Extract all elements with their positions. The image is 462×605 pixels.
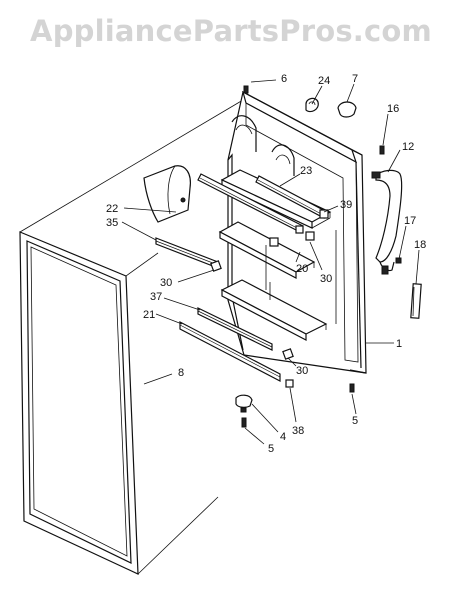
callout-18: 18: [414, 239, 426, 251]
callout-5-right: 5: [352, 415, 358, 427]
callout-20: 20: [296, 263, 308, 275]
callout-24: 24: [318, 75, 330, 87]
callout-23: 23: [300, 165, 312, 177]
bottom-hardware: [235, 379, 355, 428]
callout-30-right: 30: [320, 273, 332, 285]
callout-22: 22: [106, 203, 118, 215]
hinge-pin-4: [235, 394, 253, 408]
retainer-bar-21: [179, 321, 281, 382]
callout-30-bottom: 30: [296, 365, 308, 377]
handle-12: [375, 169, 403, 263]
cap-7: [337, 101, 357, 118]
callout-8: 8: [178, 367, 184, 379]
screw-5-right: [349, 383, 355, 393]
screw-16: [379, 145, 385, 155]
screw-6: [243, 85, 249, 94]
retainer-bars: [155, 173, 328, 382]
trim-18: [410, 283, 422, 319]
dairy-door: [143, 165, 191, 223]
callout-7: 7: [352, 73, 358, 85]
screw-17: [395, 257, 402, 264]
callout-labels: 6 24 7 16 12 23 39 22 35 17 18 20 30 30 …: [106, 73, 426, 455]
watermark-text: AppliancePartsPros.com: [30, 14, 432, 48]
callout-4: 4: [280, 431, 286, 443]
callout-6: 6: [281, 73, 287, 85]
plug-24: [305, 97, 319, 113]
callout-38: 38: [292, 425, 304, 437]
callout-39: 39: [340, 199, 352, 211]
callout-30-left: 30: [160, 277, 172, 289]
callout-35: 35: [106, 217, 118, 229]
leader-lines: [121, 79, 420, 445]
clip-38: [285, 379, 294, 388]
callout-12: 12: [402, 141, 414, 153]
callout-16: 16: [387, 103, 399, 115]
callout-17: 17: [404, 215, 416, 227]
handle-assembly: [371, 145, 422, 319]
callout-5-bottom: 5: [268, 443, 274, 455]
alignment-lines: [19, 99, 244, 575]
shelf-clips: [210, 209, 329, 360]
top-hardware: [243, 85, 357, 118]
callout-1: 1: [396, 338, 402, 350]
callout-37: 37: [150, 291, 162, 303]
screw-5-bottom: [241, 417, 247, 428]
callout-21: 21: [143, 309, 155, 321]
door-gasket: [19, 231, 139, 575]
